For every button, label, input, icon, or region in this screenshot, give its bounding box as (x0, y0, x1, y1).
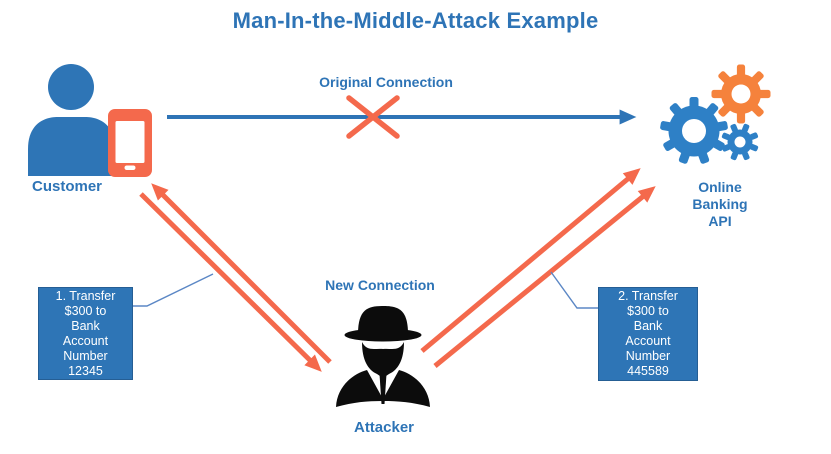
gears-icon (660, 64, 771, 164)
online-banking-api-label: Online Banking API (692, 179, 748, 229)
customer-label: Customer (31, 178, 103, 195)
transfer-note-2: 2. Transfer $300 to Bank Account Number … (598, 287, 698, 381)
smartphone-icon (108, 109, 152, 177)
gear-orange (711, 64, 771, 124)
gear-blue-small (721, 123, 759, 161)
callout-line-right (550, 271, 598, 309)
new-connection-arrows-left (139, 183, 332, 372)
person-icon (28, 64, 115, 176)
transfer-note-1: 1. Transfer $300 to Bank Account Number … (38, 287, 133, 380)
new-connection-arrows-right (420, 168, 656, 368)
spy-icon (336, 306, 430, 407)
original-connection-label: Original Connection (319, 74, 453, 90)
x-mark-icon (346, 95, 400, 139)
page-title: Man-In-the-Middle-Attack Example (232, 8, 599, 33)
gear-blue-large (660, 97, 728, 164)
new-connection-label: New Connection (325, 277, 435, 293)
callout-line-left (133, 273, 214, 307)
attacker-label: Attacker (353, 419, 415, 436)
